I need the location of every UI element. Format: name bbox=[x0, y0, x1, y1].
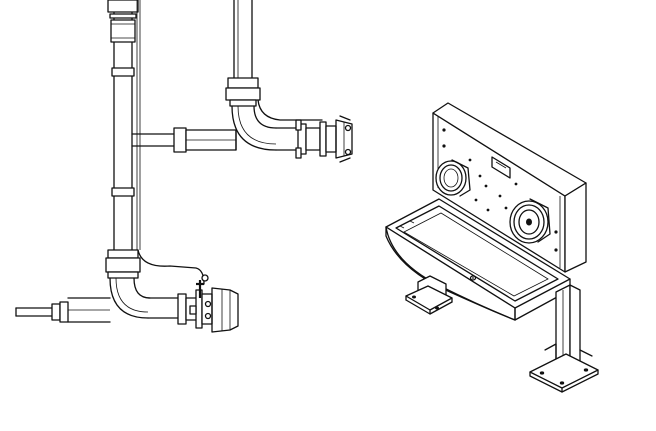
panel-bolts bbox=[442, 128, 558, 252]
horizontal-branch-pipe bbox=[131, 127, 237, 153]
lower-outlet-pipe bbox=[15, 297, 111, 323]
panel-basin-assembly bbox=[385, 102, 599, 393]
lower-coupling-head bbox=[177, 280, 239, 333]
basin bbox=[385, 198, 571, 321]
right-round-fitting bbox=[509, 198, 551, 244]
pipe-manifold-assembly bbox=[15, 0, 353, 333]
left-leg-bracket bbox=[405, 275, 453, 315]
lower-elbow bbox=[109, 277, 181, 319]
side-tube bbox=[136, 0, 141, 250]
control-hose bbox=[137, 99, 323, 285]
upper-elbow bbox=[231, 105, 301, 151]
right-leg bbox=[529, 284, 599, 393]
main-vertical-pipe bbox=[105, 0, 141, 279]
upper-vertical-pipe bbox=[225, 0, 261, 107]
upper-coupling-head bbox=[295, 115, 353, 163]
panel-plate bbox=[491, 156, 511, 179]
left-round-fitting bbox=[435, 159, 471, 197]
